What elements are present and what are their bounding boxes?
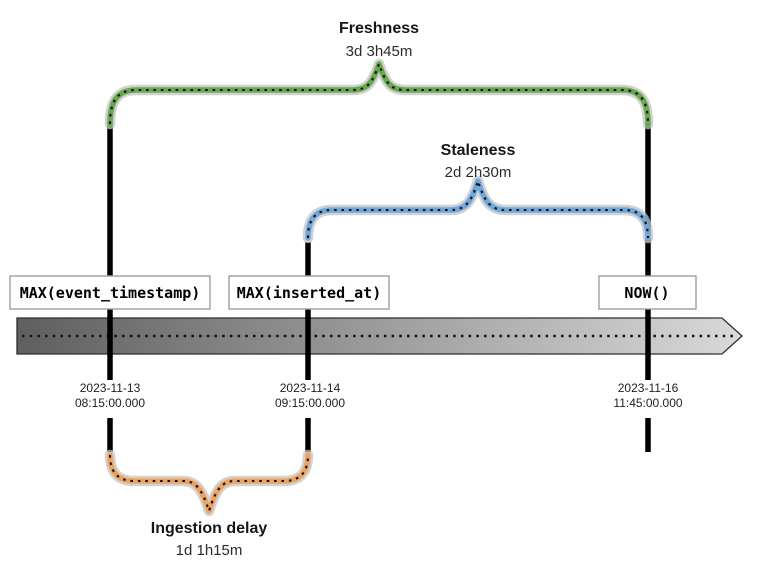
ingestion-delay-title: Ingestion delay (151, 520, 268, 537)
marker-box-now: NOW() (598, 275, 697, 310)
marker-label-inserted-at: MAX(inserted_at) (237, 284, 382, 302)
marker-label-now: NOW() (624, 284, 669, 302)
freshness-brace (104, 58, 654, 130)
marker-date: 2023-11-16 (618, 381, 679, 395)
marker-box-inserted-at: MAX(inserted_at) (228, 275, 390, 310)
marker-time: 09:15:00.000 (275, 396, 345, 410)
marker-label-event-timestamp: MAX(event_timestamp) (20, 284, 201, 302)
freshness-duration: 3d 3h45m (346, 43, 413, 60)
marker-box-event-timestamp: MAX(event_timestamp) (9, 275, 211, 310)
marker-date: 2023-11-13 (80, 381, 141, 395)
marker-timestamp-event-timestamp: 2023-11-13 08:15:00.000 (75, 381, 145, 410)
marker-time: 11:45:00.000 (613, 396, 683, 410)
ingestion-delay-brace (104, 449, 314, 517)
freshness-title: Freshness (339, 20, 419, 37)
staleness-brace (302, 175, 654, 244)
marker-time: 08:15:00.000 (75, 396, 145, 410)
staleness-duration: 2d 2h30m (445, 164, 512, 181)
marker-date: 2023-11-14 (280, 381, 341, 395)
marker-timestamp-now: 2023-11-16 11:45:00.000 (613, 381, 683, 410)
marker-timestamp-inserted-at: 2023-11-14 09:15:00.000 (275, 381, 345, 410)
timeline-arrow (16, 317, 743, 355)
ingestion-delay-duration: 1d 1h15m (176, 542, 243, 559)
staleness-title: Staleness (441, 142, 516, 159)
